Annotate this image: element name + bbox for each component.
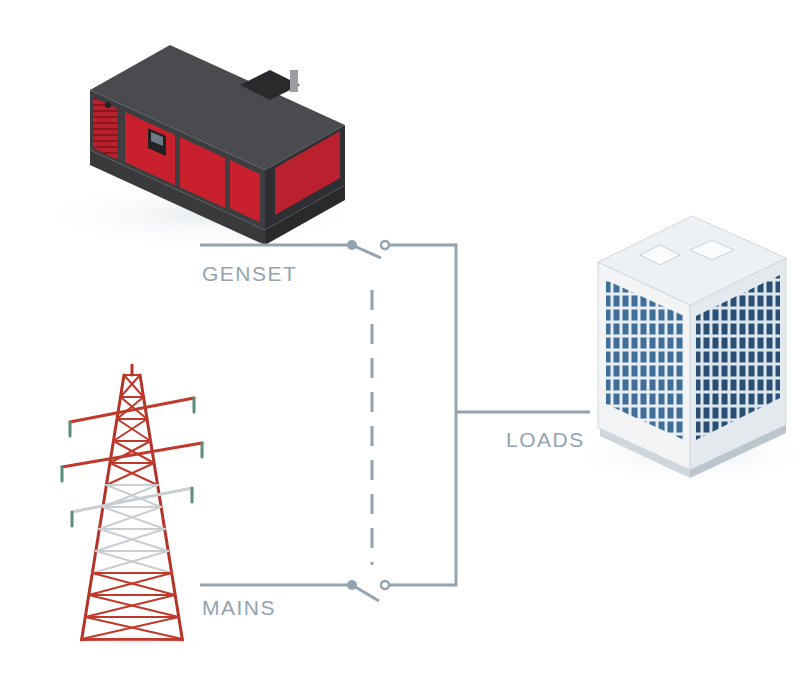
pylon-illustration (60, 365, 210, 652)
source-label: GENSET (200, 262, 299, 285)
building-illustration (560, 216, 800, 485)
source-label: LOADS (504, 428, 587, 451)
switch-contacts (347, 240, 389, 590)
switch-wiring (200, 244, 590, 602)
genset-illustration (30, 45, 370, 250)
source-label: MAINS (200, 596, 278, 619)
